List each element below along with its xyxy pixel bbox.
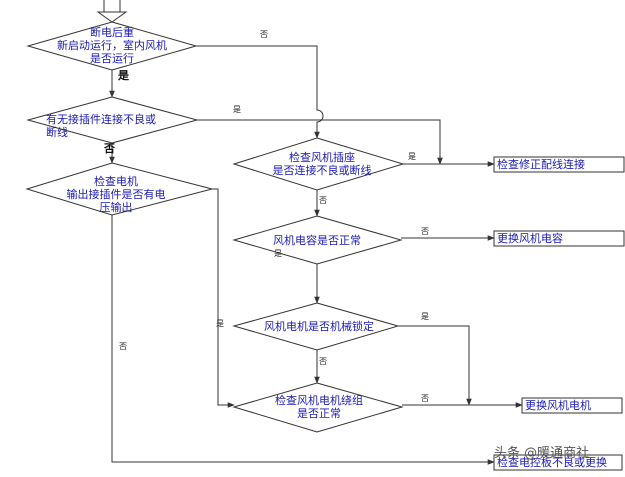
result-fix-wiring: 检查修正配线连接 [497, 158, 585, 171]
edge-label-d3-no: 否 [119, 342, 127, 351]
decision-connector-fault-text: 有无接插件连接不良或 断线 [46, 113, 156, 139]
edge-label-d2-yes: 是 [233, 105, 241, 114]
entry-arrow [96, 0, 128, 23]
edge-label-d6-yes: 是 [421, 312, 429, 321]
edge-d6-yes [398, 325, 472, 406]
edge-label-d6-no: 否 [319, 357, 327, 366]
edge-label-d1-no: 否 [260, 30, 268, 39]
edge-label-d4-no: 否 [319, 196, 327, 205]
edge-label-d3-yes: 是 [216, 319, 224, 328]
result-control-board: 检查电控板不良或更换 [497, 456, 607, 469]
decision-motor-output-text: 检查电机 输出接插件是否有电 压输出 [66, 175, 166, 214]
decision-mechanical-lock-text: 风机电机是否机械锁定 [264, 320, 374, 333]
decision-capacitor-text: 风机电容是否正常 [273, 234, 361, 247]
result-replace-capacitor: 更换风机电容 [497, 232, 563, 245]
decision-winding [232, 382, 404, 433]
edge-d3-no [111, 215, 495, 465]
decision-fan-socket-text: 检查风机插座 是否连接不良或断线 [272, 151, 372, 177]
decision-restart-running-text: 断电后重 新启动运行，室内风机 是否运行 [57, 26, 167, 65]
watermark: 头条 @暖通商社 [494, 446, 590, 461]
edge-label-d1-yes: 是 [118, 69, 129, 82]
decision-winding-text: 检查风机电机绕组 是否正常 [275, 394, 363, 420]
edge-d2-yes [197, 119, 443, 165]
edge-d1-no [196, 45, 324, 139]
edge-label-d4-yes: 是 [408, 152, 416, 161]
edge-label-d5-no: 否 [421, 227, 429, 236]
edge-d3-yes [212, 188, 235, 408]
edge-label-d7-no: 否 [421, 394, 429, 403]
edge-label-d2-no: 否 [104, 142, 115, 155]
edge-label-d5-yes: 是 [274, 249, 282, 258]
result-replace-motor: 更换风机电机 [525, 399, 591, 412]
